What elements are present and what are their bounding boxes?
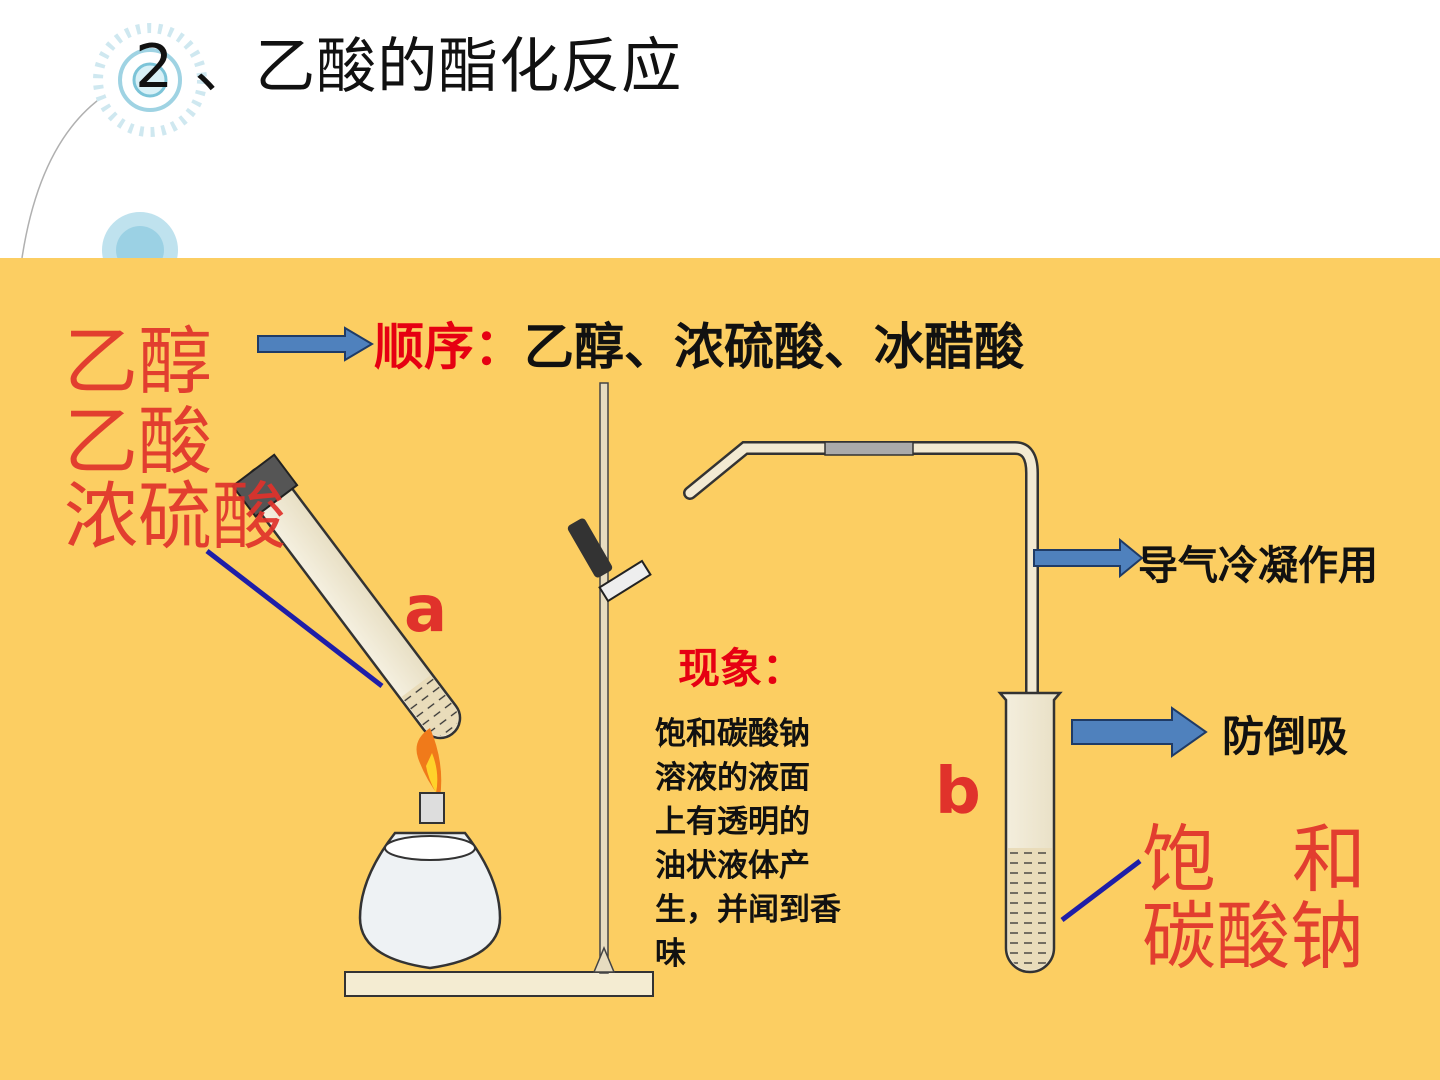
order-text: 乙醇、浓硫酸、冰醋酸	[524, 318, 1024, 376]
tube-b-label: b	[935, 755, 981, 829]
phenomenon-line: 溶液的液面	[655, 760, 810, 796]
delivery-tube	[683, 441, 1039, 705]
phenomenon-title: 现象：	[678, 644, 805, 693]
condense-label: 导气冷凝作用	[1138, 543, 1378, 589]
saturated-sodium-carbonate: 碳酸钠	[1142, 894, 1364, 980]
saturated-char-1: 饱	[1142, 817, 1216, 903]
diagram-panel	[0, 258, 1440, 1080]
test-tube-a	[231, 453, 462, 740]
pointer-line-saturated	[1060, 859, 1142, 922]
page-title: 2 、乙酸的酯化反应	[135, 32, 683, 102]
phenomenon-line: 生，并闻到香	[655, 892, 841, 928]
order-label: 顺序：	[374, 318, 524, 376]
tube-a-label: a	[404, 573, 448, 647]
test-tube-b	[997, 691, 1063, 974]
arrow-anti-suck	[1071, 706, 1208, 758]
phenomenon-line: 油状液体产	[655, 848, 810, 884]
order-line: 顺序：乙醇、浓硫酸、冰醋酸	[374, 322, 1024, 372]
phenomenon-line: 上有透明的	[655, 804, 810, 840]
anti-suck-label: 防倒吸	[1222, 712, 1349, 761]
reagent-ethanol: 乙醇	[64, 319, 212, 405]
arrow-condense	[1033, 537, 1144, 579]
alcohol-lamp	[358, 728, 502, 970]
iron-stand	[344, 382, 654, 997]
phenomenon-line: 味	[655, 936, 686, 972]
phenomenon-line: 饱和碳酸钠	[655, 716, 810, 752]
decoration	[21, 23, 207, 260]
arrow-order	[257, 326, 374, 362]
apparatus-drawing	[205, 326, 1208, 997]
pointer-line-reagents	[205, 549, 384, 688]
reagent-sulfuric-acid: 浓硫酸	[64, 474, 286, 560]
phenomenon-text: 饱和碳酸钠 溶液的液面 上有透明的 油状液体产 生，并闻到香 味	[655, 712, 841, 976]
clamp	[567, 518, 652, 603]
saturated-char-2: 和	[1292, 817, 1366, 903]
reagent-acetic-acid: 乙酸	[64, 399, 212, 485]
